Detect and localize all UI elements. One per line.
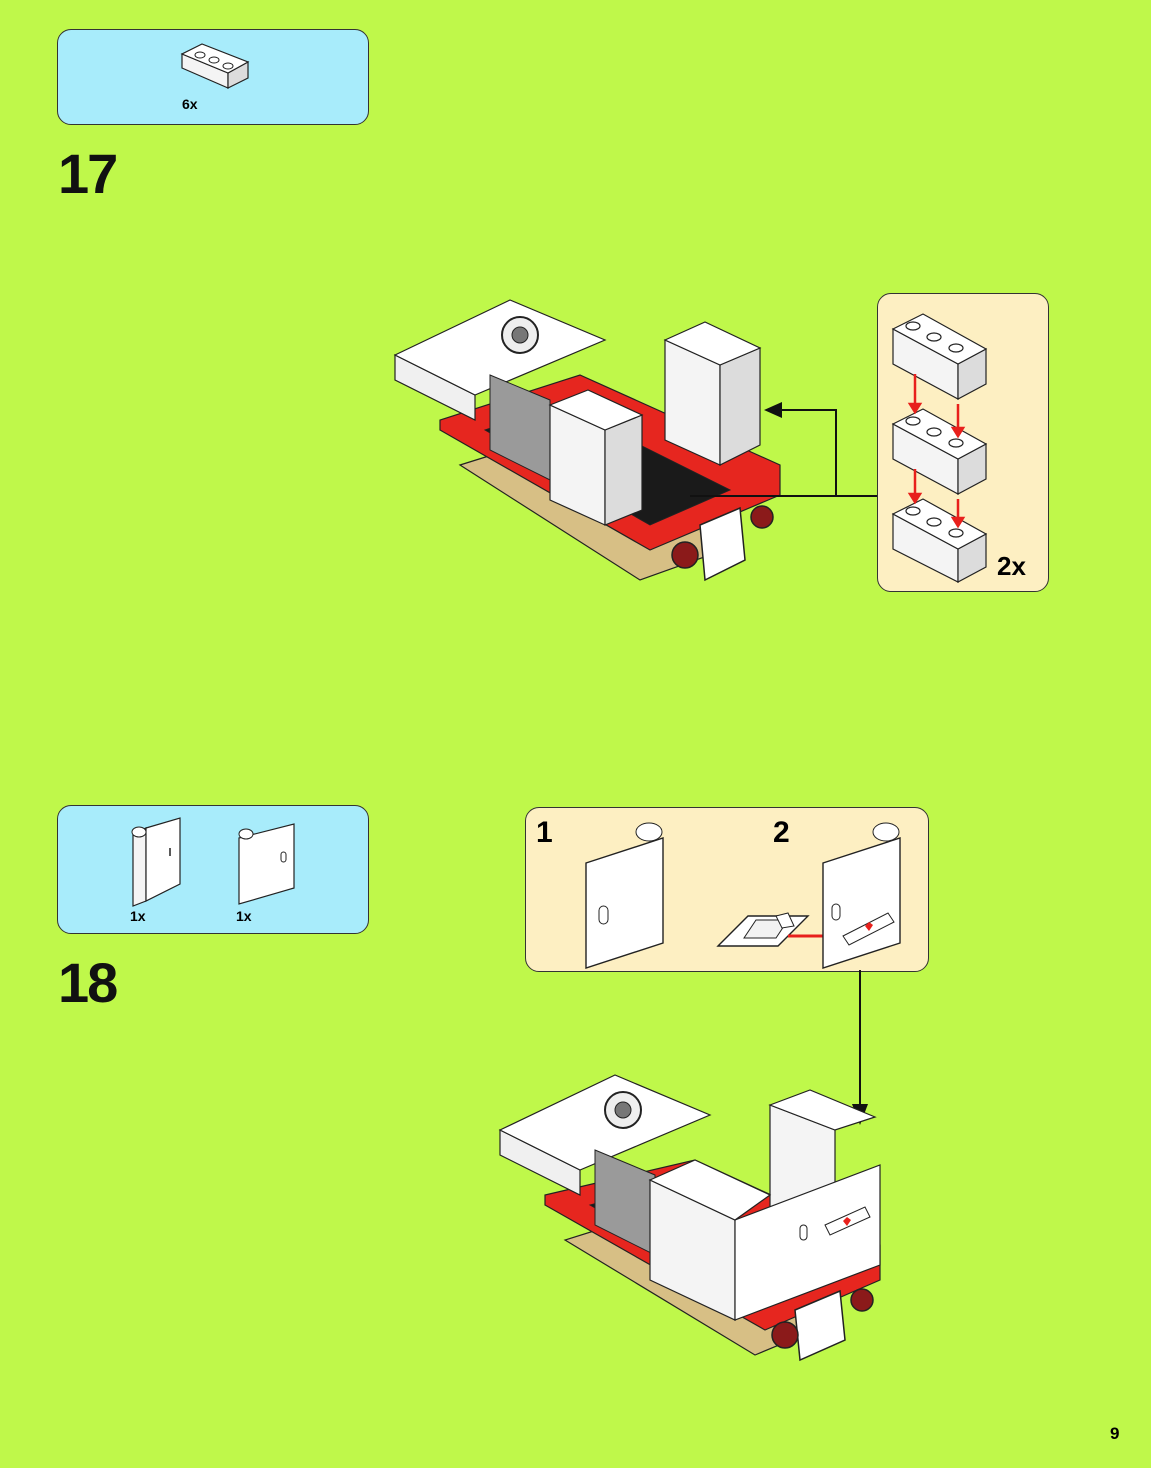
page-number: 9 bbox=[1110, 1424, 1119, 1444]
vehicle-model-step-18 bbox=[495, 1055, 895, 1375]
